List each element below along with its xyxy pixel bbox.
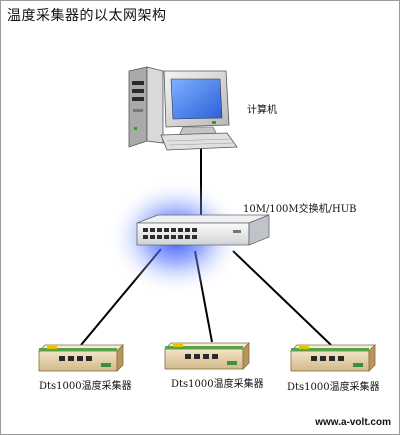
collector-label: Dts1000温度采集器 (39, 381, 132, 392)
collector-device-icon (38, 344, 124, 372)
network-switch-icon (136, 214, 270, 246)
link-switch-collector-3 (232, 250, 332, 346)
desktop-computer-icon (128, 66, 238, 151)
switch-label: 10M/100M交换机/HUB (243, 204, 357, 215)
website-link[interactable]: www.a-volt.com (315, 417, 391, 428)
computer-label: 计算机 (247, 105, 277, 116)
collector-label: Dts1000温度采集器 (287, 382, 380, 393)
collector-label: Dts1000温度采集器 (171, 379, 264, 390)
collector-device-icon (290, 344, 376, 372)
diagram-title: 温度采集器的以太网架构 (7, 8, 167, 24)
collector-device-icon (164, 342, 250, 370)
